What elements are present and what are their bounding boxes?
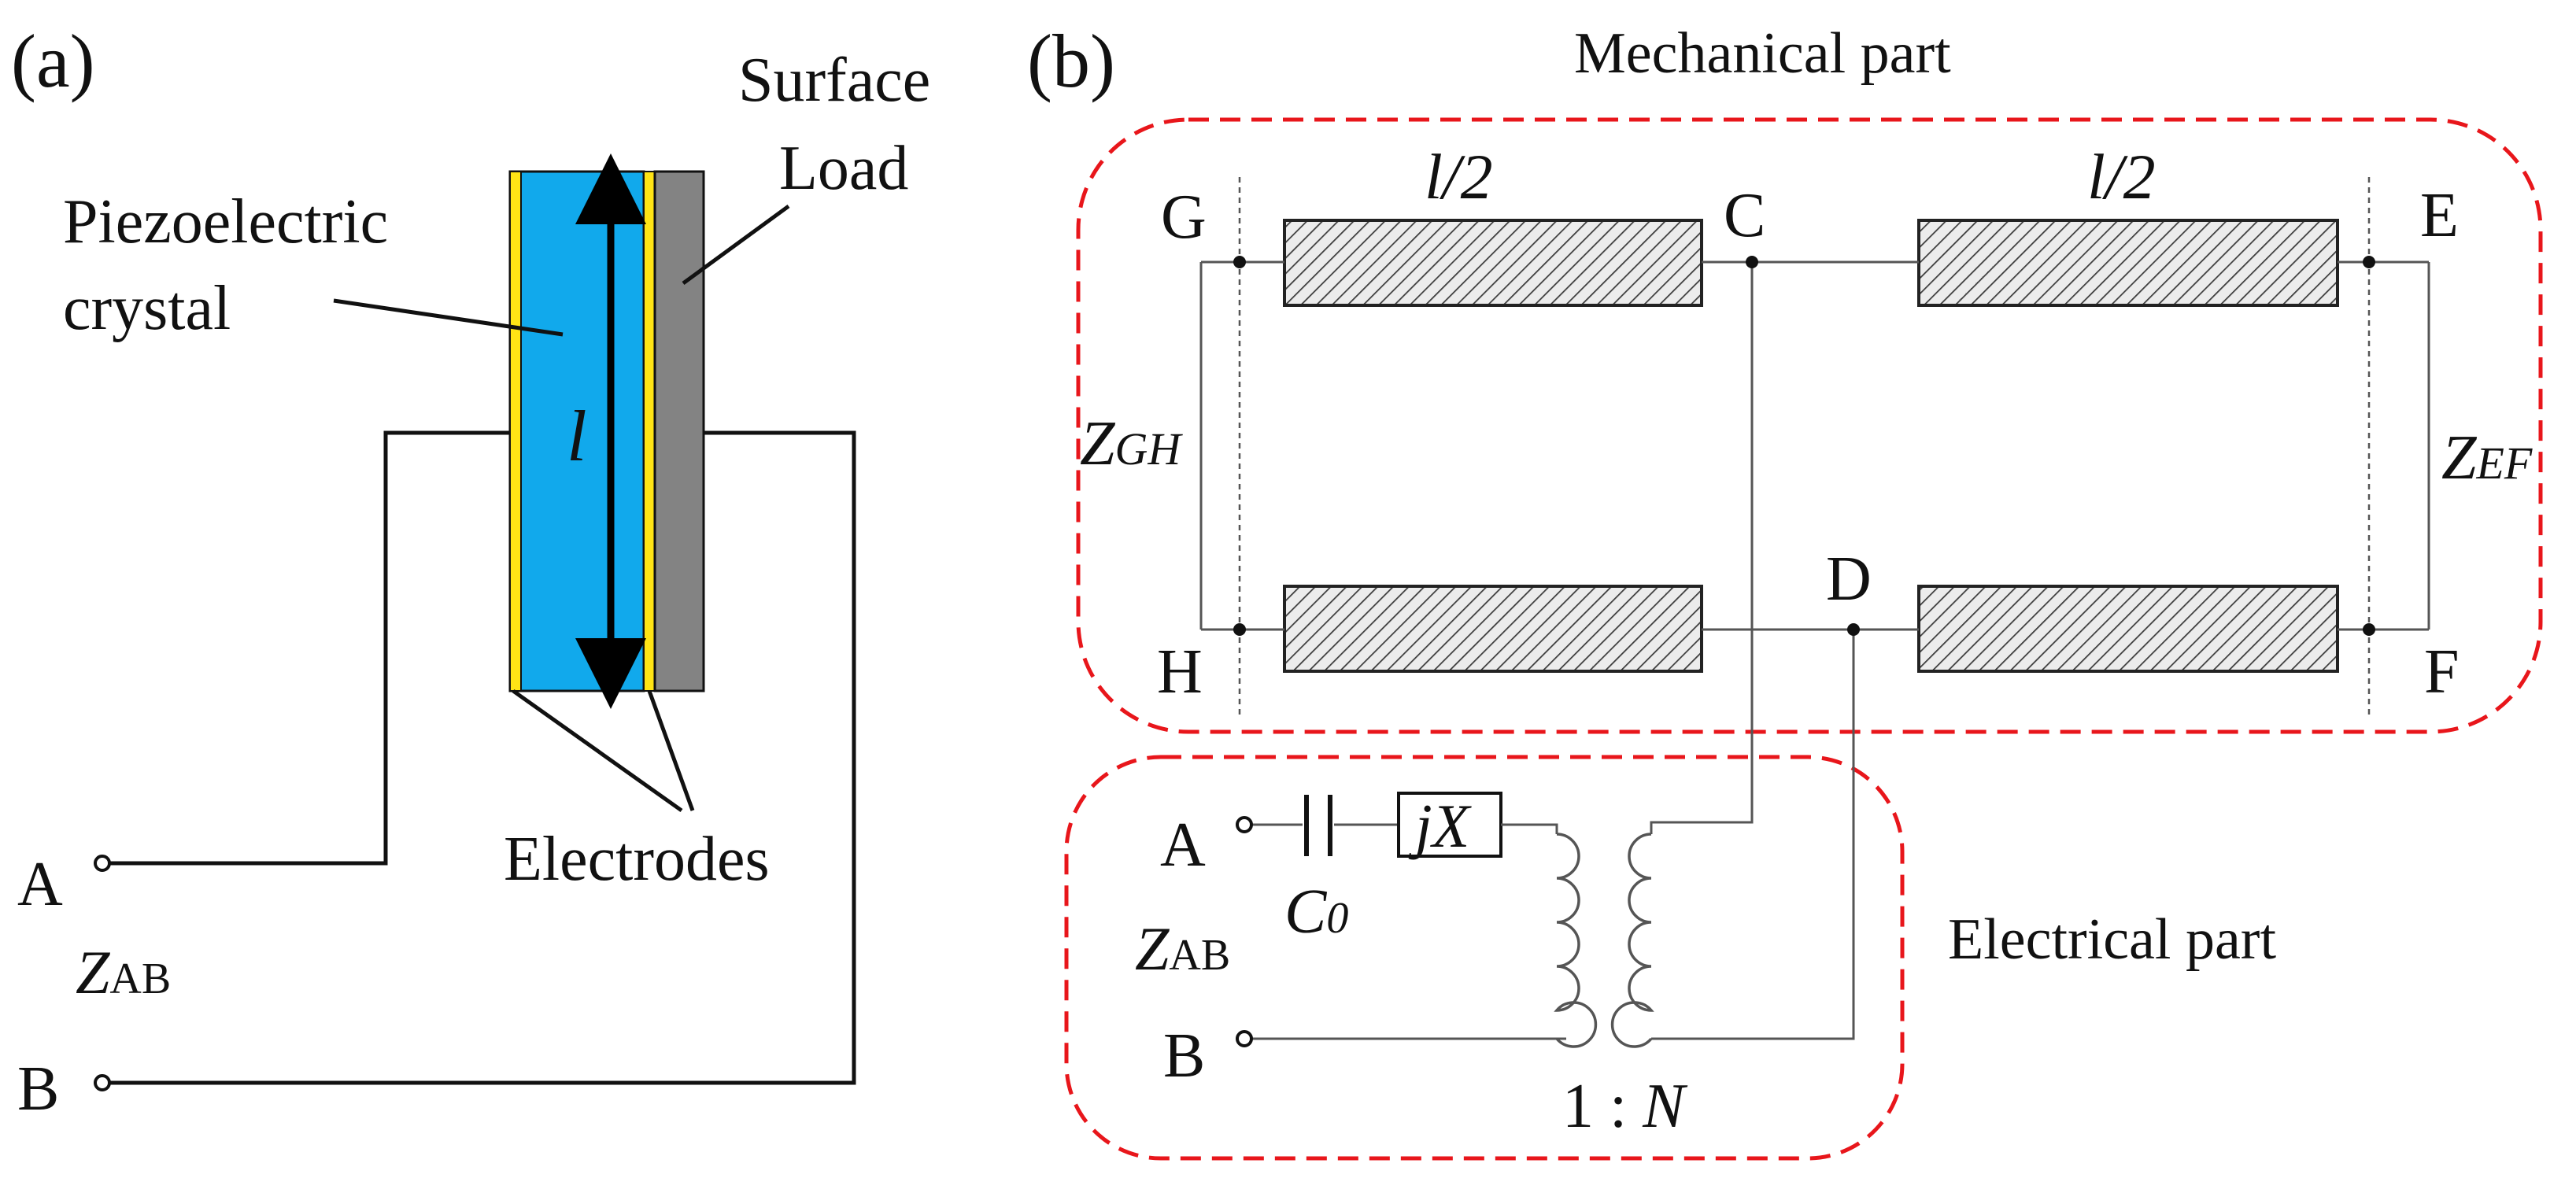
capacitor-label: C0 <box>1284 877 1348 947</box>
electrical-part-box <box>1064 755 1905 1161</box>
node-g-label: G <box>1161 183 1207 252</box>
terminal-b-label: B <box>17 1054 59 1124</box>
electrical-circuit <box>1251 792 1665 1048</box>
surface-load-label-line2: Load <box>779 134 908 203</box>
wire-b <box>110 430 856 1085</box>
crystal-label-line1: Piezoelectric <box>63 187 388 257</box>
line-block-top-right <box>1917 219 2339 307</box>
half-length-right: l/2 <box>2087 141 2156 212</box>
terminal-a-label: A <box>17 850 63 919</box>
line-block-bottom-right <box>1917 585 2339 673</box>
half-length-left: l/2 <box>1425 141 1493 212</box>
zab-b-main: Z <box>1135 914 1170 983</box>
terminal-a-node <box>94 855 111 872</box>
zgh-label: ZGH <box>1080 409 1183 478</box>
node-h-label: H <box>1157 637 1203 707</box>
terminal-b-label-b: B <box>1163 1021 1205 1091</box>
node-d-dot <box>1847 623 1860 636</box>
terminal-a-label-b: A <box>1160 811 1206 880</box>
turns-ratio-label: 1 : N <box>1562 1072 1688 1141</box>
node-h-dot <box>1233 623 1246 636</box>
c0-main: C <box>1284 877 1328 947</box>
node-f-label: F <box>2424 637 2460 707</box>
crystal-label-line2: crystal <box>63 274 231 343</box>
turns-ratio-prefix: 1 : <box>1562 1072 1643 1141</box>
node-g-dot <box>1233 256 1246 268</box>
c0-sub: 0 <box>1326 894 1348 943</box>
primary-coil <box>1554 833 1598 1048</box>
zab-label-b: ZAB <box>1135 914 1230 983</box>
surface-load-leader <box>682 204 790 286</box>
left-electrode <box>509 171 522 692</box>
terminal-a-node-b <box>1236 816 1253 833</box>
panel-b-label: (b) <box>1027 19 1115 103</box>
electrodes-label: Electrodes <box>504 825 770 894</box>
zef-label: ZEF <box>2441 423 2533 493</box>
mechanical-part-box <box>1076 117 2543 734</box>
crystal-leader <box>333 298 564 337</box>
electrode-leader-left <box>512 689 683 813</box>
zef-sub: EF <box>2476 438 2533 489</box>
length-label: l <box>567 396 587 476</box>
surface-load <box>653 170 705 692</box>
panel-b: (b) Mechanical part Electrical part <box>1027 19 2543 1161</box>
zef-main: Z <box>2441 423 2478 493</box>
line-block-bottom-left <box>1283 585 1703 673</box>
zab-b-sub: AB <box>1169 931 1230 980</box>
zab-label-a: ZAB <box>76 938 171 1006</box>
zab-sub: AB <box>109 955 171 1003</box>
zab-main: Z <box>76 938 111 1006</box>
line-block-top-left <box>1283 219 1703 307</box>
zgh-main: Z <box>1080 409 1116 478</box>
electrode-leader-right <box>647 690 695 811</box>
electrical-part-label: Electrical part <box>1948 907 2276 972</box>
node-f-dot <box>2363 623 2375 636</box>
panel-a: (a) l Surface Load Piezoelectric crystal… <box>11 19 930 1124</box>
node-e-label: E <box>2420 181 2459 250</box>
terminal-b-node <box>94 1074 111 1091</box>
panel-a-label: (a) <box>11 19 95 103</box>
zgh-sub: GH <box>1115 423 1184 475</box>
node-d-label: D <box>1826 545 1872 614</box>
secondary-coil <box>1610 833 1654 1048</box>
turns-ratio-n: N <box>1642 1072 1688 1141</box>
node-c-label: C <box>1724 181 1765 250</box>
terminal-b-node-b <box>1236 1030 1253 1047</box>
reactance-label: jX <box>1408 792 1473 860</box>
node-c-dot <box>1746 256 1758 268</box>
wire-a <box>110 430 510 866</box>
reactance-box <box>1397 792 1502 858</box>
mechanical-part-label: Mechanical part <box>1574 21 1951 86</box>
node-e-dot <box>2363 256 2375 268</box>
surface-load-label-line1: Surface <box>738 46 930 115</box>
right-electrode <box>643 171 656 692</box>
